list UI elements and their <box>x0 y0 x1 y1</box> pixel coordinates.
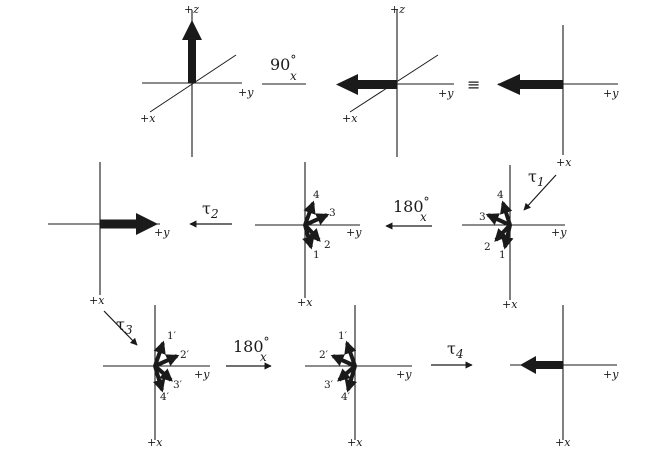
label-plus-x: +x <box>555 436 571 449</box>
label-plus-y: +y <box>396 368 412 381</box>
label-plus-y: +y <box>194 368 210 381</box>
spin-label-2: 2 <box>324 239 331 251</box>
label-plus-y: +y <box>238 86 254 99</box>
label-plus-x: +x <box>342 112 358 125</box>
frame-echo: +y +x <box>48 162 170 307</box>
label-plus-y: +y <box>346 226 362 239</box>
spin-label-3: 3 <box>479 211 486 223</box>
rot180-axis: x <box>260 350 267 364</box>
label-plus-y: +y <box>603 368 619 381</box>
operator-tau2: τ 2 <box>189 199 232 228</box>
spin-label-2p: 2′ <box>319 349 329 361</box>
tau2-label: τ <box>202 199 211 218</box>
label-plus-x: +x <box>140 112 156 125</box>
spin-vector-1p <box>344 340 357 367</box>
spin-label-2p: 2′ <box>180 349 190 361</box>
spin-vector-2p <box>154 354 180 368</box>
label-plus-y: +y <box>154 226 170 239</box>
spin-label-4p: 4′ <box>341 391 351 403</box>
magnetization-vector-minus-y <box>497 74 563 95</box>
spin-vector-1 <box>501 224 514 250</box>
label-plus-x: +x <box>297 296 313 309</box>
label-plus-y: +y <box>603 87 619 100</box>
equivalence-sign: ≡ <box>467 75 480 94</box>
label-plus-x: +x <box>556 156 572 169</box>
frame-final: +y +x <box>510 305 619 449</box>
spin-vector-3 <box>304 213 330 227</box>
frame-3d-initial: +z +y +x <box>140 3 254 157</box>
spin-label-1: 1 <box>499 249 506 261</box>
label-plus-x: +x <box>89 294 105 307</box>
spin-vector-4 <box>303 200 316 226</box>
label-plus-z: +z <box>390 3 405 16</box>
rot180-label: 180° <box>233 335 270 356</box>
rot180-label: 180° <box>393 195 430 216</box>
spin-vector-4p <box>344 365 358 393</box>
label-plus-y: +y <box>438 87 454 100</box>
spin-label-4p: 4′ <box>160 391 170 403</box>
frame-dephased: 4 3 2 1 +y +x <box>462 165 567 311</box>
spin-vector-1 <box>302 224 315 250</box>
tau4-sub: 4 <box>455 347 464 361</box>
spin-vector-4p <box>152 365 166 393</box>
spin-vector-3 <box>485 213 511 227</box>
operator-tau4: τ 4 <box>431 339 473 369</box>
operator-tau1: τ 1 <box>523 167 557 211</box>
label-plus-x: +x <box>502 298 518 311</box>
spin-label-4: 4 <box>313 189 320 201</box>
spin-label-1p: 1′ <box>167 330 177 342</box>
spin-label-3: 3 <box>329 207 336 219</box>
tau1-label: τ <box>528 167 537 186</box>
label-plus-y: +y <box>551 226 567 239</box>
spin-label-1p: 1′ <box>338 330 348 342</box>
rot180-axis: x <box>420 210 427 224</box>
tau3-sub: 3 <box>125 323 133 337</box>
frame-3d-after-pulse: +z +y +x <box>336 3 454 157</box>
operator-rot180x-second: 180° x <box>226 335 272 370</box>
spin-label-3p: 3′ <box>324 379 334 391</box>
operator-rot90x: 90° x <box>262 53 306 85</box>
spin-vector-1p <box>153 340 166 367</box>
tau1-sub: 1 <box>537 175 545 189</box>
frame-refocusing: 4 3 2 1 +y +x <box>255 162 362 309</box>
frame-2d-initial: +y +x <box>497 25 619 169</box>
magnetization-vector-minus-y <box>520 356 563 374</box>
spin-vector-2p <box>330 354 356 368</box>
spin-label-2: 2 <box>484 241 491 253</box>
tau4-label: τ <box>447 339 456 358</box>
frame-dephased-primed: 1′ 2′ 3′ 4′ +y +x <box>103 305 210 449</box>
operator-rot180x-first: 180° x <box>385 195 432 230</box>
tau3-label: τ <box>116 315 125 334</box>
label-plus-x: +x <box>147 436 163 449</box>
tau2-sub: 2 <box>210 207 219 221</box>
spin-label-3p: 3′ <box>173 379 183 391</box>
magnetization-vector-plus-y <box>100 213 158 235</box>
label-plus-z: +z <box>184 3 199 16</box>
magnetization-vector-minus-y <box>336 74 397 95</box>
label-plus-x: +x <box>347 436 363 449</box>
rot90-label: 90° <box>270 53 296 74</box>
spin-vector-4 <box>500 200 513 226</box>
rot90-axis: x <box>290 69 297 83</box>
spin-label-4: 4 <box>497 189 504 201</box>
magnetization-vector-z <box>182 20 202 83</box>
operator-tau3: τ 3 <box>103 310 138 346</box>
spin-label-1: 1 <box>313 249 320 261</box>
frame-refocusing-primed: 1′ 2′ 3′ 4′ +y +x <box>305 305 412 449</box>
